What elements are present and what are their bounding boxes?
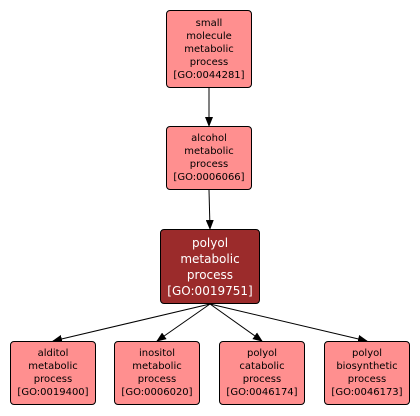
node-label: polyol metabolic process [GO:0019751] bbox=[167, 235, 253, 298]
edge-polyol-to-polyol_catabolic bbox=[209, 303, 263, 342]
edge-polyol-to-alditol bbox=[52, 303, 211, 343]
node-alcohol-metabolic-process[interactable]: alcohol metabolic process [GO:0006066] bbox=[166, 126, 252, 190]
node-polyol-biosynthetic-process[interactable]: polyol biosynthetic process [GO:0046173] bbox=[324, 341, 410, 405]
node-polyol-metabolic-process[interactable]: polyol metabolic process [GO:0019751] bbox=[160, 229, 260, 304]
edge-polyol-to-inositol bbox=[156, 303, 211, 342]
node-label: polyol biosynthetic process [GO:0046173] bbox=[331, 348, 403, 398]
node-label: alditol metabolic process [GO:0019400] bbox=[17, 348, 89, 398]
node-label: polyol catabolic process [GO:0046174] bbox=[226, 348, 298, 398]
node-inositol-metabolic-process[interactable]: inositol metabolic process [GO:0006020] bbox=[114, 341, 200, 405]
node-label: small molecule metabolic process [GO:004… bbox=[173, 17, 245, 81]
node-label: inositol metabolic process [GO:0006020] bbox=[121, 348, 193, 398]
node-polyol-catabolic-process[interactable]: polyol catabolic process [GO:0046174] bbox=[219, 341, 305, 405]
node-alditol-metabolic-process[interactable]: alditol metabolic process [GO:0019400] bbox=[10, 341, 96, 405]
node-label: alcohol metabolic process [GO:0006066] bbox=[173, 133, 245, 183]
node-small-molecule-metabolic-process[interactable]: small molecule metabolic process [GO:004… bbox=[166, 10, 252, 88]
edge-alcohol-to-polyol bbox=[205, 189, 214, 230]
edge-polyol-to-polyol_biosynthetic bbox=[209, 303, 368, 343]
